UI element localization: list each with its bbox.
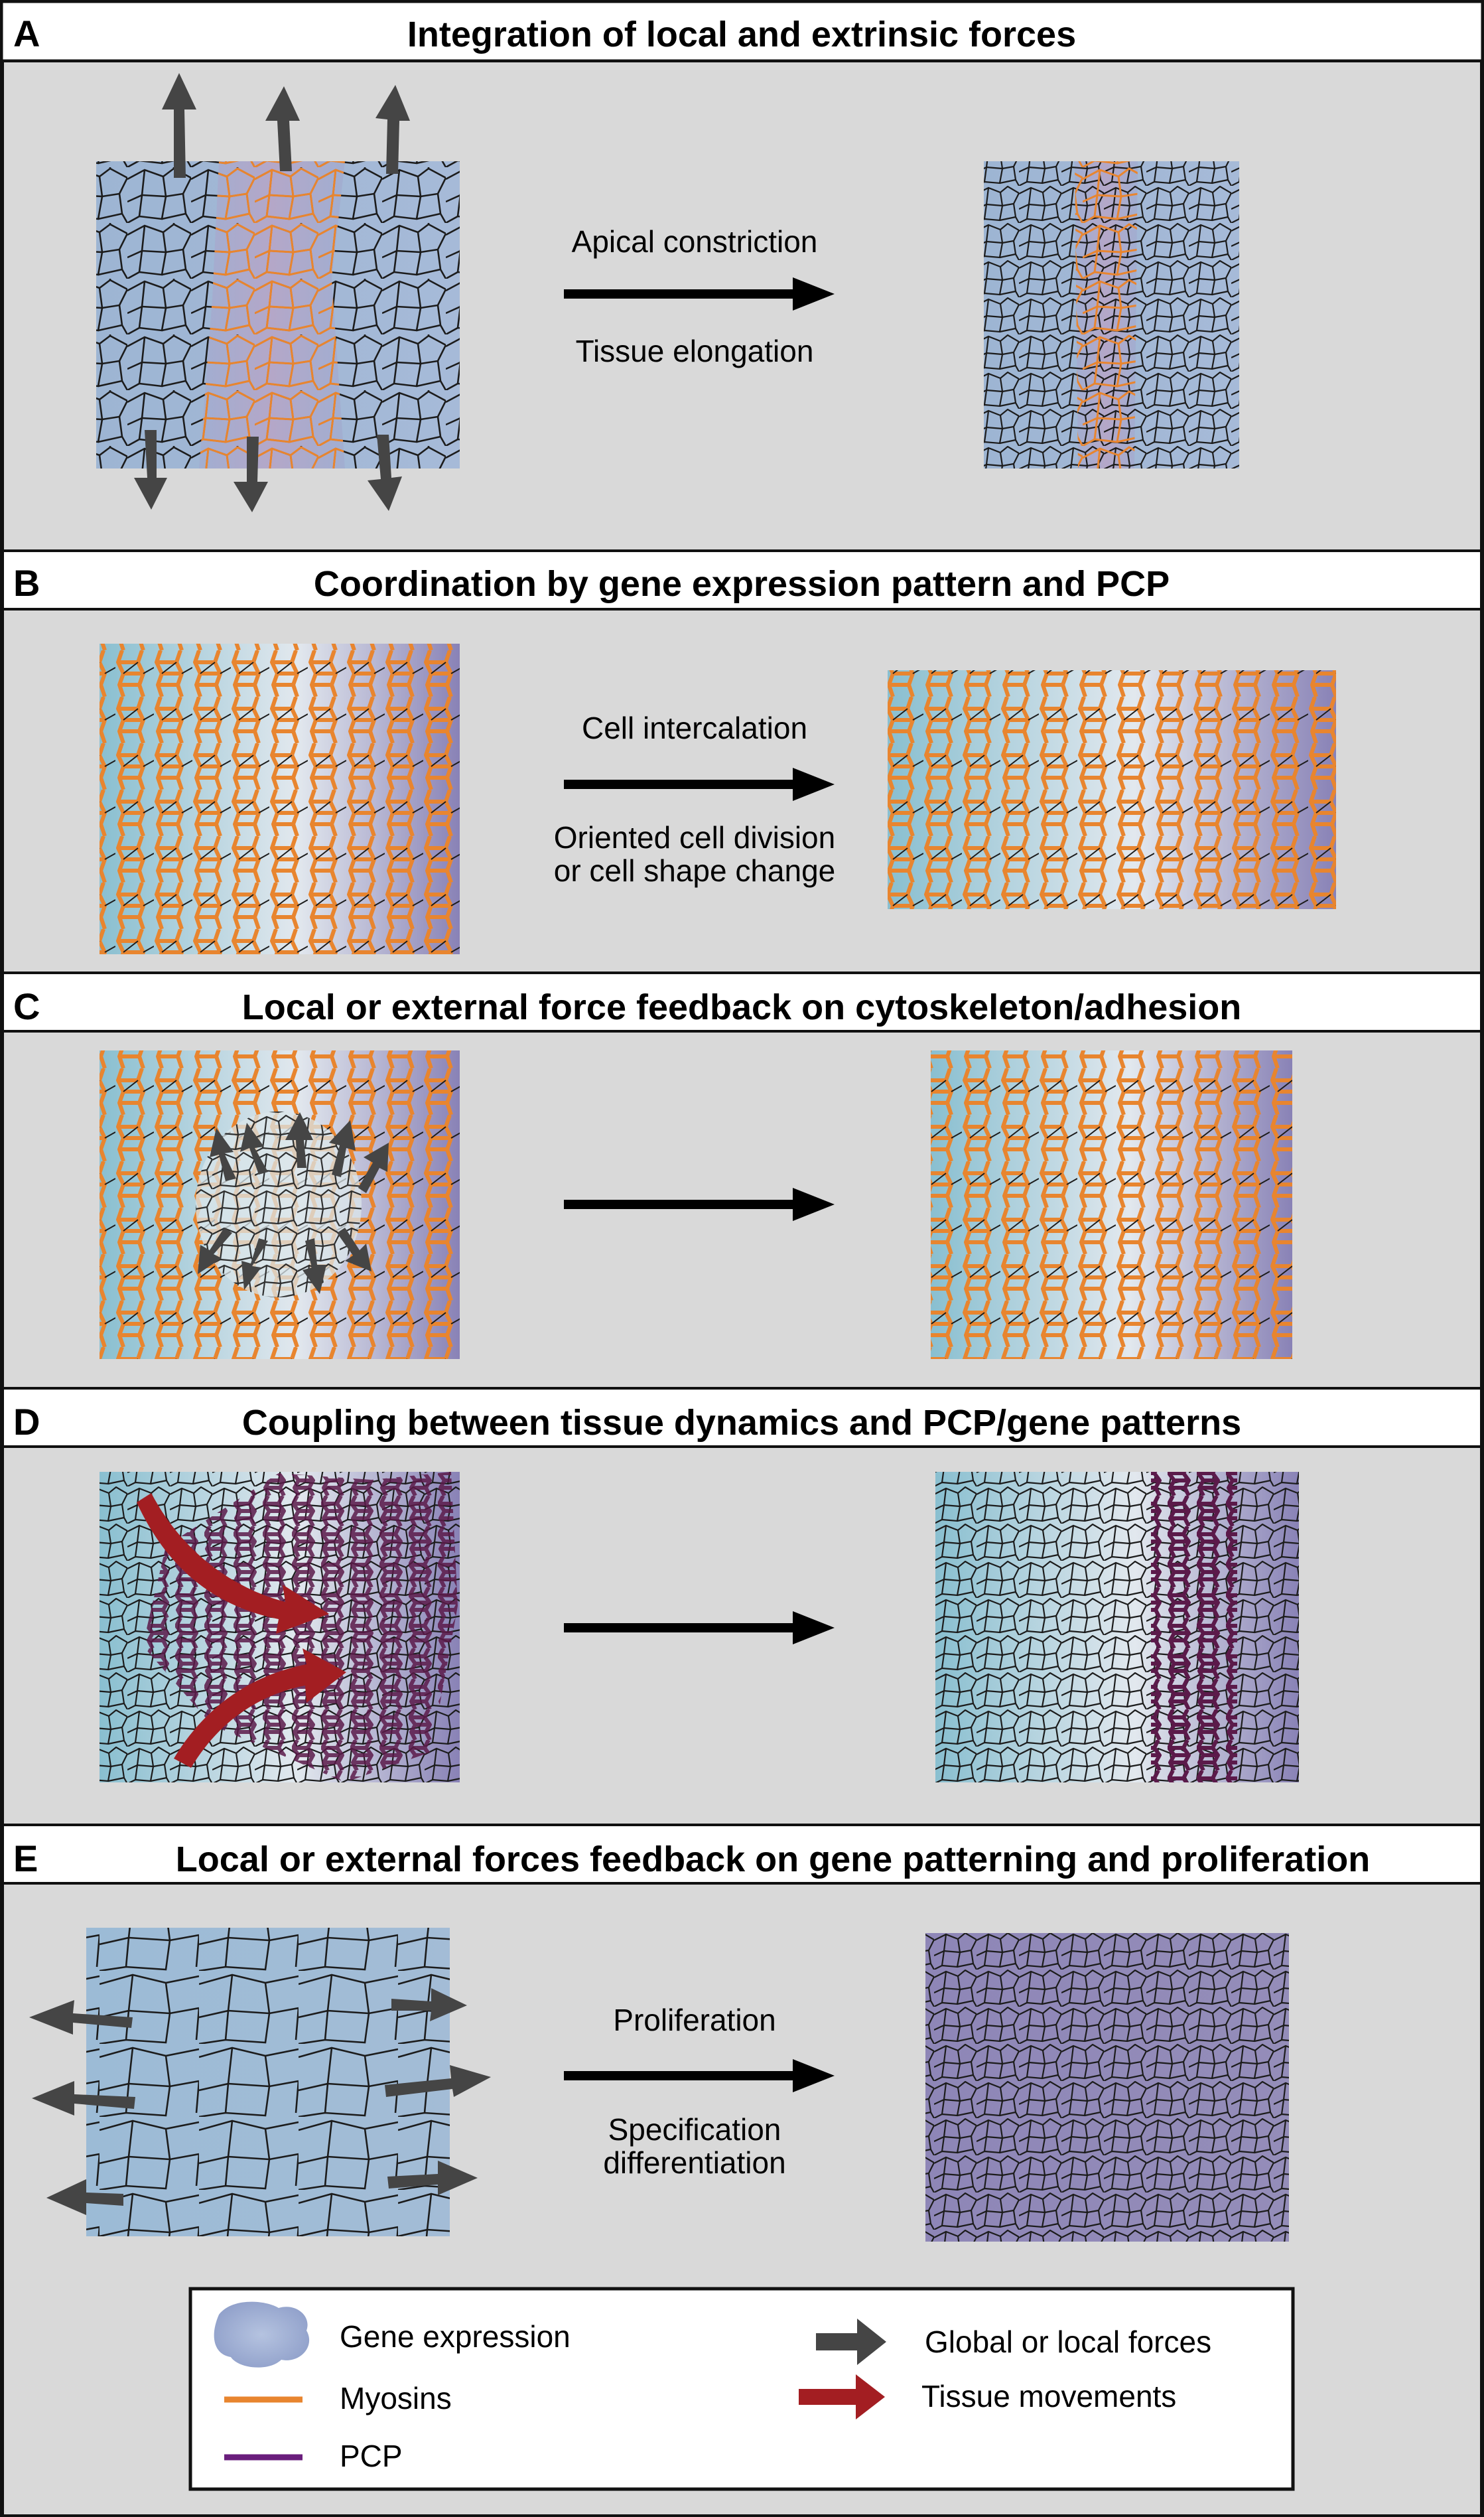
panel-c: C Local or external force feedback on cy… bbox=[1, 971, 1483, 1390]
legend-pcp: PCP bbox=[340, 2439, 403, 2473]
panel-c-letter: C bbox=[13, 985, 40, 1027]
force-arrow-icon bbox=[162, 73, 410, 178]
movement-arrow-icon bbox=[137, 1493, 346, 1768]
panel-b-tissue-before bbox=[100, 644, 460, 954]
panel-d: D Coupling between tissue dynamics and P… bbox=[1, 1387, 1483, 1826]
legend-forces: Global or local forces bbox=[925, 2325, 1211, 2359]
legend-myosins: Myosins bbox=[340, 2381, 452, 2415]
panel-a-header bbox=[0, 0, 1484, 63]
panel-b-step-3: or cell shape change bbox=[554, 853, 836, 888]
panel-b-title: Coordination by gene expression pattern … bbox=[314, 564, 1170, 604]
gene-expression-swatch-icon bbox=[214, 2301, 310, 2368]
panel-a-tissue-before bbox=[96, 161, 460, 468]
panel-b: B Coordination by gene expression patter… bbox=[1, 549, 1483, 974]
force-arrow-icon bbox=[134, 430, 402, 512]
panel-d-tissue-after bbox=[935, 1472, 1299, 1782]
panel-e-tissue-after bbox=[925, 1933, 1289, 2242]
panel-a-step-2: Tissue elongation bbox=[576, 334, 814, 368]
panel-d-letter: D bbox=[13, 1401, 40, 1443]
movement-arrow-icon bbox=[799, 2374, 885, 2419]
panel-a-title: Integration of local and extrinsic force… bbox=[407, 15, 1076, 54]
panel-d-title: Coupling between tissue dynamics and PCP… bbox=[242, 1403, 1241, 1443]
panel-c-tissue-after bbox=[931, 1050, 1292, 1359]
panel-c-title: Local or external force feedback on cyto… bbox=[242, 987, 1241, 1027]
panel-e-tissue-before bbox=[86, 1928, 450, 2236]
panel-a: A Integration of local and extrinsic for… bbox=[0, 0, 1484, 552]
force-arrow-icon bbox=[29, 1988, 491, 2215]
panel-e-step-3: differentiation bbox=[603, 2145, 785, 2180]
panel-e: E Local or external forces feedback on g… bbox=[1, 1824, 1483, 2517]
panel-b-process-arrow bbox=[564, 768, 835, 801]
panel-b-step-1: Cell intercalation bbox=[582, 711, 807, 745]
panel-c-header bbox=[1, 971, 1483, 1033]
panel-b-tissue-after bbox=[888, 670, 1336, 909]
panel-e-process-arrow bbox=[564, 2059, 835, 2092]
legend: Gene expression Myosins PCP Global or lo… bbox=[188, 2287, 1295, 2491]
panel-c-tissue-before bbox=[100, 1050, 460, 1359]
panel-a-tissue-after bbox=[984, 161, 1239, 468]
panel-b-letter: B bbox=[13, 562, 40, 604]
panel-e-step-2: Specification bbox=[608, 2112, 781, 2147]
panel-a-step-1: Apical constriction bbox=[572, 224, 818, 259]
force-arrow-icon bbox=[816, 2319, 886, 2365]
panel-e-step-1: Proliferation bbox=[613, 2003, 776, 2037]
legend-gene-expression: Gene expression bbox=[340, 2319, 571, 2354]
panel-e-header bbox=[1, 1824, 1483, 1885]
panel-a-process-arrow bbox=[564, 277, 835, 311]
panel-d-header bbox=[1, 1387, 1483, 1448]
panel-e-title: Local or external forces feedback on gen… bbox=[176, 1839, 1370, 1879]
panel-b-step-2: Oriented cell division bbox=[554, 820, 835, 855]
panel-d-process-arrow bbox=[564, 1611, 835, 1644]
panel-a-letter: A bbox=[13, 13, 40, 54]
panel-c-process-arrow bbox=[564, 1188, 835, 1221]
panel-b-header bbox=[1, 549, 1483, 611]
legend-movements: Tissue movements bbox=[921, 2379, 1176, 2413]
force-arrow-icon bbox=[198, 1112, 389, 1294]
panel-e-letter: E bbox=[13, 1837, 38, 1879]
